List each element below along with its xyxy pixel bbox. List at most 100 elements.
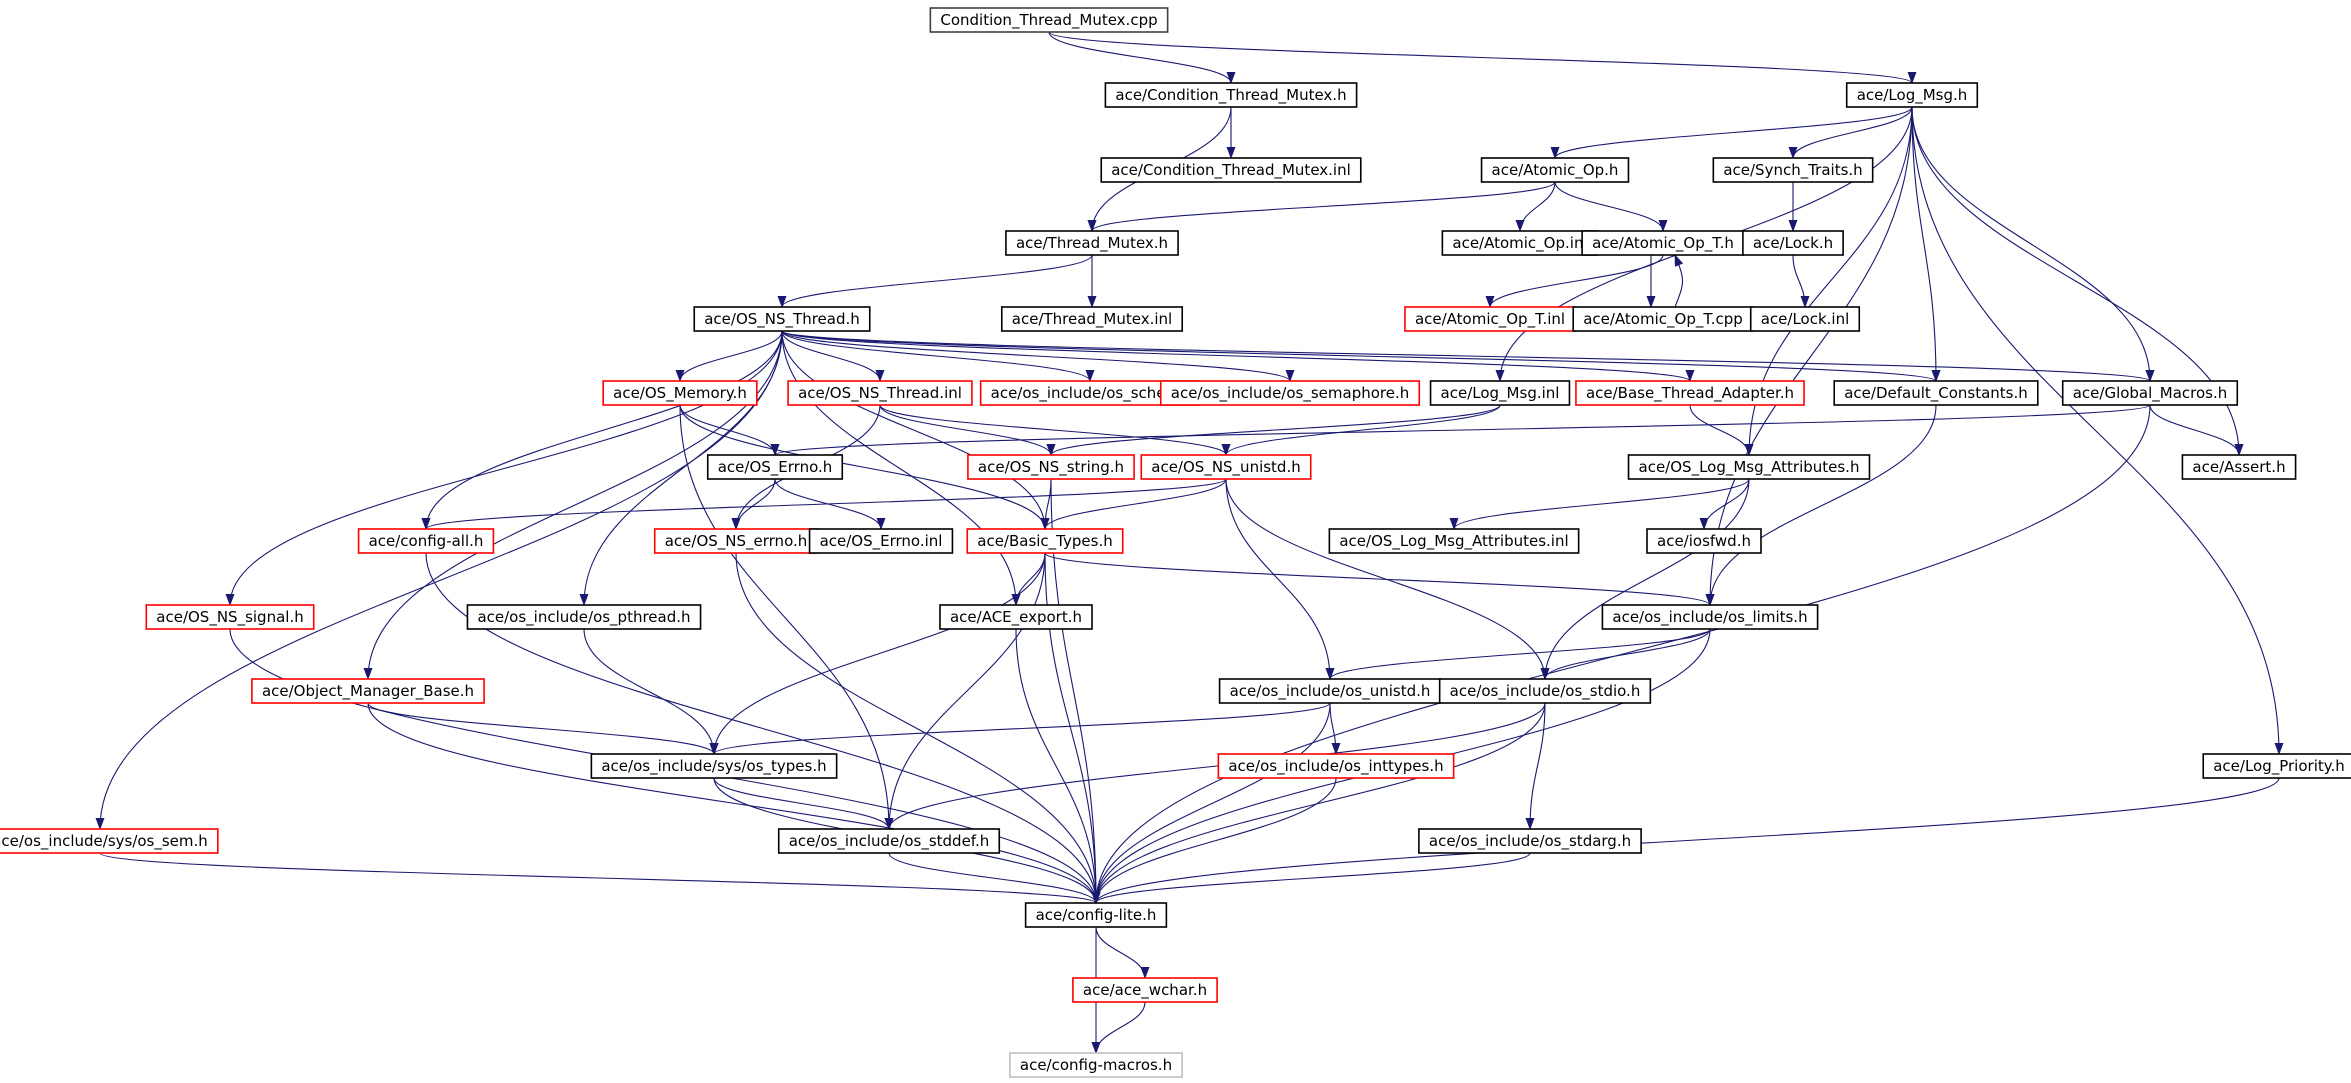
node-ace-default-constants-h[interactable]: ace/Default_Constants.h [1833, 380, 2039, 406]
edge-n20-to-n26 [1689, 404, 1754, 456]
node-box [966, 528, 1124, 554]
node-label: ace/os_include/sys/os_types.h [601, 757, 826, 776]
node-ace-synch-traits-h[interactable]: ace/Synch_Traits.h [1712, 157, 1874, 183]
node-label: ace/ACE_export.h [950, 608, 1082, 627]
node-ace-thread-mutex-inl[interactable]: ace/Thread_Mutex.inl [1000, 306, 1184, 332]
node-ace-os-include-os-unistd-h[interactable]: ace/os_include/os_unistd.h [1218, 678, 1442, 704]
node-ace-atomic-op-t-cpp[interactable]: ace/Atomic_Op_T.cpp [1572, 306, 1754, 332]
node-box [808, 528, 954, 554]
edge-n2-to-n43 [1911, 106, 2284, 755]
edge-n15-to-n31 [679, 404, 1050, 530]
node-label: ace/Log_Priority.h [2213, 757, 2345, 776]
edge-n28-to-n47 [425, 552, 1101, 904]
node-ace-os-include-os-limits-h[interactable]: ace/os_include/os_limits.h [1601, 604, 1819, 630]
node-label: ace/Assert.h [2192, 458, 2285, 476]
edge-n37-to-n40 [1540, 628, 1711, 680]
node-label: ace/os_include/os_unistd.h [1230, 682, 1431, 701]
node-ace-basic-types-h[interactable]: ace/Basic_Types.h [966, 528, 1124, 554]
node-label: ace/config-all.h [369, 532, 484, 550]
node-ace-log-priority-h[interactable]: ace/Log_Priority.h [2202, 753, 2351, 779]
node-ace-os-ns-unistd-h[interactable]: ace/OS_NS_unistd.h [1140, 454, 1312, 480]
node-ace-os-include-os-pthread-h[interactable]: ace/os_include/os_pthread.h [466, 604, 702, 630]
node-ace-thread-mutex-h[interactable]: ace/Thread_Mutex.h [1005, 230, 1179, 256]
node-label: ace/Log_Msg.h [1857, 86, 1968, 105]
node-ace-config-macros-h[interactable]: ace/config-macros.h [1009, 1052, 1183, 1078]
node-ace-log-msg-inl[interactable]: ace/Log_Msg.inl [1429, 380, 1571, 406]
edge-n16-to-n25 [879, 404, 1231, 456]
node-ace-ace-export-h[interactable]: ace/ACE_export.h [939, 604, 1093, 630]
node-label: ace/OS_Memory.h [613, 384, 747, 403]
node-ace-log-msg-h[interactable]: ace/Log_Msg.h [1845, 82, 1979, 108]
edge-n2-to-n37 [1705, 106, 1913, 606]
node-ace-iosfwd-h[interactable]: ace/iosfwd.h [1646, 528, 1762, 554]
node-condition-thread-mutex-cpp[interactable]: Condition_Thread_Mutex.cpp [929, 7, 1169, 33]
node-ace-os-include-os-inttypes-h[interactable]: ace/os_include/os_inttypes.h [1217, 753, 1455, 779]
node-ace-os-errno-inl[interactable]: ace/OS_Errno.inl [808, 528, 954, 554]
edge-n15-to-n45 [679, 404, 894, 830]
node-box [1833, 380, 2039, 406]
node-box [1328, 528, 1580, 554]
node-ace-os-ns-errno-h[interactable]: ace/OS_NS_errno.h [653, 528, 819, 554]
node-ace-os-ns-thread-h[interactable]: ace/OS_NS_Thread.h [693, 306, 871, 332]
node-ace-atomic-op-h[interactable]: ace/Atomic_Op.h [1480, 157, 1630, 183]
edge-n26-to-n33 [1699, 478, 1750, 530]
edge-n45-to-n47 [888, 852, 1101, 904]
edge-n2-to-n5 [1788, 106, 1913, 159]
node-ace-os-memory-h[interactable]: ace/OS_Memory.h [602, 380, 758, 406]
node-ace-lock-h[interactable]: ace/Lock.h [1742, 230, 1844, 256]
node-ace-base-thread-adapter-h[interactable]: ace/Base_Thread_Adapter.h [1575, 380, 1805, 406]
node-box [1581, 230, 1745, 256]
node-ace-os-include-os-stdarg-h[interactable]: ace/os_include/os_stdarg.h [1418, 828, 1642, 854]
node-box [1438, 678, 1652, 704]
node-ace-os-include-os-stddef-h[interactable]: ace/os_include/os_stddef.h [777, 828, 1001, 854]
edge-n8-to-n12 [1485, 254, 1664, 308]
node-label: ace/OS_Errno.h [718, 458, 833, 477]
node-ace-os-errno-h[interactable]: ace/OS_Errno.h [706, 454, 844, 480]
node-box [1140, 454, 1312, 480]
edge-n35-to-n41 [583, 628, 719, 755]
node-ace-os-include-os-stdio-h[interactable]: ace/os_include/os_stdio.h [1438, 678, 1652, 704]
node-ace-lock-inl[interactable]: ace/Lock.inl [1749, 306, 1861, 332]
edge-n36-to-n47 [1015, 628, 1101, 904]
node-ace-os-ns-thread-inl[interactable]: ace/OS_NS_Thread.inl [787, 380, 973, 406]
node-ace-atomic-op-t-inl[interactable]: ace/Atomic_Op_T.inl [1404, 306, 1576, 332]
node-ace-assert-h[interactable]: ace/Assert.h [2181, 454, 2297, 480]
node-ace-os-include-sys-os-sem-h[interactable]: ace/os_include/sys/os_sem.h [0, 828, 219, 854]
edge-n31-to-n37 [1044, 552, 1715, 606]
edge-n10-to-n34 [225, 330, 783, 606]
node-box [1742, 230, 1844, 256]
node-ace-os-log-msg-attributes-h[interactable]: ace/OS_Log_Msg_Attributes.h [1627, 454, 1871, 480]
node-box [787, 380, 973, 406]
node-label: ace/os_include/os_stddef.h [789, 832, 990, 851]
node-ace-config-lite-h[interactable]: ace/config-lite.h [1024, 902, 1168, 928]
edge-n19-to-n25 [1221, 404, 1501, 456]
edge-n22-to-n47 [1091, 404, 2151, 904]
edge-n4-to-n7 [1515, 181, 1556, 232]
node-ace-global-macros-h[interactable]: ace/Global_Macros.h [2061, 380, 2239, 406]
node-box [1005, 230, 1179, 256]
node-box [145, 604, 315, 630]
edge-n22-to-n27 [2149, 404, 2244, 456]
edge-n0-to-n1 [1048, 31, 1236, 84]
node-ace-atomic-op-inl[interactable]: ace/Atomic_Op.inl [1441, 230, 1599, 256]
node-label: Condition_Thread_Mutex.cpp [940, 11, 1157, 30]
node-label: ace/ace_wchar.h [1083, 981, 1207, 1000]
node-ace-os-include-os-semaphore-h[interactable]: ace/os_include/os_semaphore.h [1159, 380, 1421, 406]
edge-n10-to-n36 [781, 330, 1021, 606]
node-ace-ace-wchar-h[interactable]: ace/ace_wchar.h [1072, 977, 1218, 1003]
edge-n21-to-n37 [1705, 404, 1937, 606]
node-box [1104, 82, 1358, 108]
node-label: ace/Base_Thread_Adapter.h [1586, 384, 1794, 403]
node-ace-os-ns-string-h[interactable]: ace/OS_NS_string.h [967, 454, 1135, 480]
node-ace-os-include-sys-os-types-h[interactable]: ace/os_include/sys/os_types.h [590, 753, 838, 779]
node-ace-object-manager-base-h[interactable]: ace/Object_Manager_Base.h [251, 678, 485, 704]
edge-n22-to-n23 [771, 404, 2151, 456]
node-ace-os-log-msg-attributes-inl[interactable]: ace/OS_Log_Msg_Attributes.inl [1328, 528, 1580, 554]
node-ace-os-ns-signal-h[interactable]: ace/OS_NS_signal.h [145, 604, 315, 630]
node-ace-atomic-op-t-h[interactable]: ace/Atomic_Op_T.h [1581, 230, 1745, 256]
node-ace-config-all-h[interactable]: ace/config-all.h [357, 528, 495, 554]
nodes-layer: Condition_Thread_Mutex.cpp ace/Condition_… [0, 7, 2351, 1078]
node-box [251, 678, 485, 704]
node-ace-condition-thread-mutex-inl[interactable]: ace/Condition_Thread_Mutex.inl [1100, 157, 1362, 183]
node-ace-condition-thread-mutex-h[interactable]: ace/Condition_Thread_Mutex.h [1104, 82, 1358, 108]
